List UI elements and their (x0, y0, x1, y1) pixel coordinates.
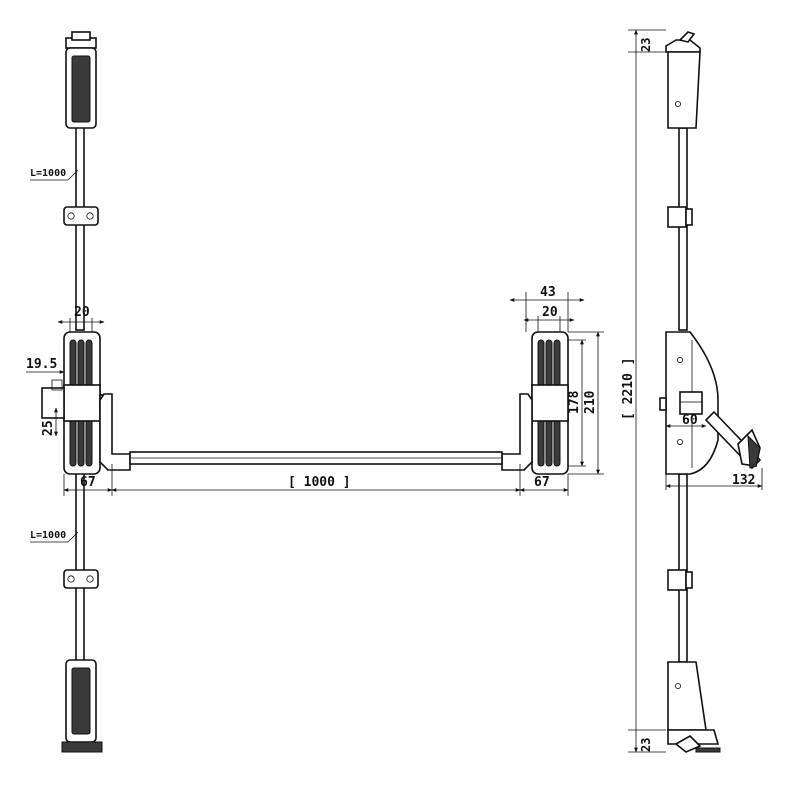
dim-bolt-height: 25 (41, 407, 58, 437)
dim-bar-length-label: [ 1000 ] (288, 475, 351, 490)
dim-housing-height-label: 210 (583, 390, 598, 414)
side-upper-guide (667, 206, 693, 228)
front-left-bracket (99, 393, 131, 471)
rod-length-label-lower: L=1000 (30, 530, 66, 541)
dim-handle-projection-label: 132 (732, 473, 755, 488)
dim-housing-inner-label: 20 (542, 305, 558, 320)
side-push-handle (704, 410, 762, 470)
front-right-bracket (501, 393, 533, 471)
dim-housing-heights: 178 210 (567, 331, 604, 475)
front-upper-rod-guide (63, 206, 99, 226)
dim-bottom-offset-label: 23 (639, 738, 653, 752)
dim-bolt-offset-label: 19.5 (26, 357, 57, 372)
dim-side-depth-label: 60 (682, 413, 698, 428)
dim-bar-length: 67 [ 1000 ] 67 (63, 464, 569, 496)
front-lower-rod-guide (63, 569, 99, 589)
side-view: [ 2210 ] 23 23 60 132 (621, 29, 763, 753)
dim-handle-projection: 132 (665, 468, 763, 490)
side-lower-guide (667, 569, 693, 591)
front-top-bolt (65, 31, 97, 129)
dim-bolt-offset: 19.5 (26, 357, 65, 374)
dim-left-margin-label: 67 (80, 475, 96, 490)
front-rod-label-upper: L=1000 (30, 168, 79, 181)
front-left-housing (41, 331, 109, 475)
dim-bottom-offset: 23 (628, 729, 666, 752)
dim-housing-inner: 20 (523, 305, 575, 332)
dim-top-offset-label: 23 (639, 38, 653, 52)
side-bottom-latch (667, 661, 721, 753)
rod-length-label-upper: L=1000 (30, 168, 66, 179)
dim-side-depth: 60 (665, 413, 707, 428)
dim-pad-height-label: 178 (567, 390, 582, 414)
dim-right-margin-label: 67 (534, 475, 550, 490)
dim-top-offset: 23 (628, 38, 666, 53)
dim-total-height: [ 2210 ] (621, 29, 666, 753)
front-bottom-bolt (61, 659, 103, 753)
front-rod-label-lower: L=1000 (30, 530, 79, 543)
side-top-latch (665, 31, 701, 129)
dim-housing-depth-label: 43 (540, 285, 556, 300)
dim-bolt-width-label: 20 (74, 305, 90, 320)
front-view: L=1000 (26, 31, 604, 753)
front-right-housing (531, 331, 569, 475)
dim-bolt-height-label: 25 (41, 420, 56, 436)
front-push-bar (129, 451, 503, 465)
dim-total-height-label: [ 2210 ] (621, 357, 636, 420)
dim-housing-depth: 43 (509, 285, 585, 332)
dim-bolt-width: 20 (57, 305, 105, 332)
side-lock-body (659, 331, 719, 475)
